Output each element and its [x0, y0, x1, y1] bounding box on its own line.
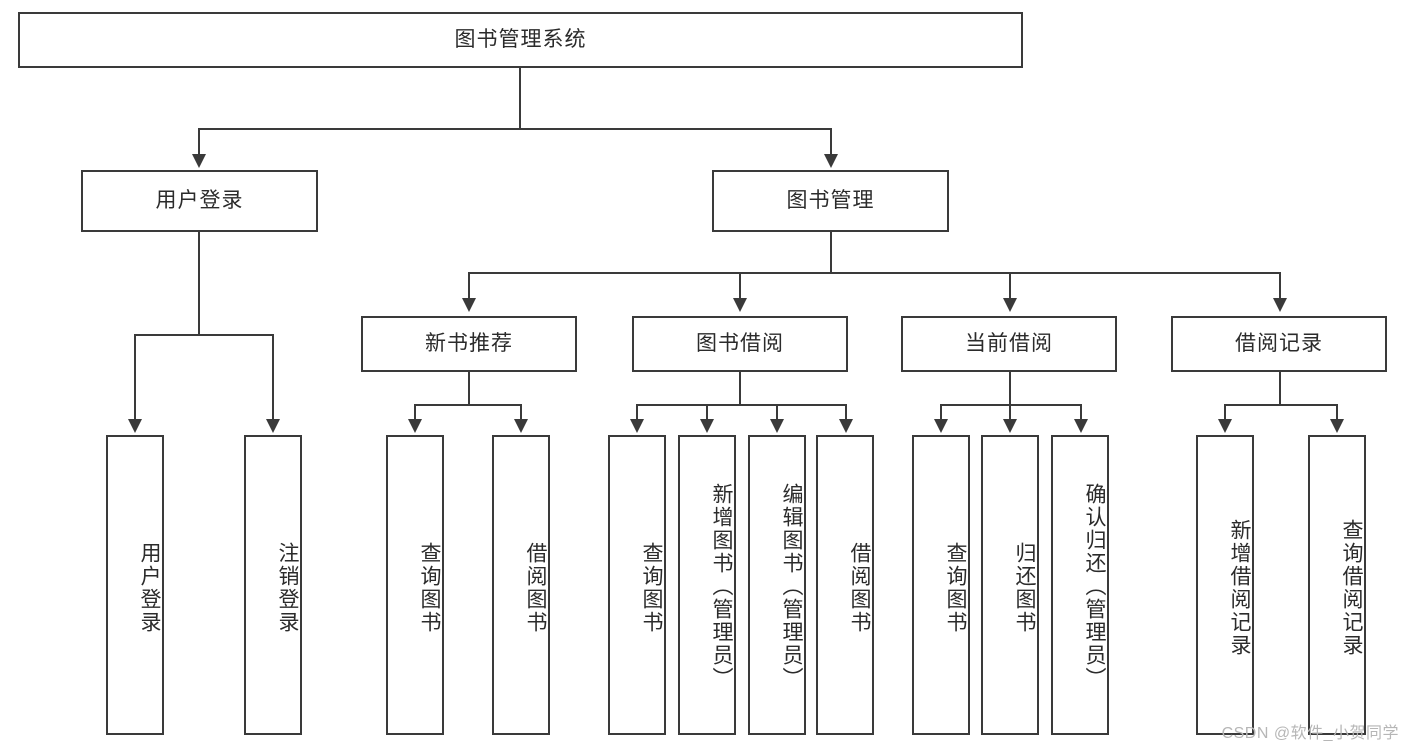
leaf-borrow-record-query[interactable]: 查询借阅记录 — [1308, 435, 1366, 735]
connector-book-borrow-leaf1 — [636, 404, 638, 421]
leaf-new-book-borrow[interactable]: 借阅图书 — [492, 435, 550, 735]
node-label: 确认归还（管理员） — [1083, 482, 1106, 690]
node-root-system[interactable]: 图书管理系统 — [18, 12, 1023, 68]
connector-current-borrow-stem — [1009, 372, 1011, 406]
node-label: 当前借阅 — [965, 332, 1053, 356]
leaf-new-book-query[interactable]: 查询图书 — [386, 435, 444, 735]
connector-book-manage-c1 — [468, 272, 470, 300]
node-new-book-recommend[interactable]: 新书推荐 — [361, 316, 577, 372]
node-label: 用户登录 — [155, 189, 244, 213]
node-label: 查询图书 — [640, 542, 663, 634]
leaf-borrow-record-add[interactable]: 新增借阅记录 — [1196, 435, 1254, 735]
leaf-book-borrow-borrow[interactable]: 借阅图书 — [816, 435, 874, 735]
arrow-new-book-leaf2 — [514, 419, 528, 433]
connector-book-borrow-bus — [636, 404, 845, 406]
connector-current-borrow-leaf3 — [1080, 404, 1082, 421]
arrow-borrow-record-leaf2 — [1330, 419, 1344, 433]
arrow-book-manage-c3 — [1003, 298, 1017, 312]
node-label: 借阅图书 — [848, 542, 871, 634]
arrow-current-borrow-leaf1 — [934, 419, 948, 433]
connector-book-manage-c3 — [1009, 272, 1011, 300]
connector-new-book-leaf1 — [414, 404, 416, 421]
node-label: 图书管理系统 — [454, 28, 587, 52]
arrow-current-borrow-leaf3 — [1074, 419, 1088, 433]
arrow-new-book-leaf1 — [408, 419, 422, 433]
arrow-current-borrow-leaf2 — [1003, 419, 1017, 433]
connector-user-login-stem — [198, 232, 200, 336]
node-label: 新增图书（管理员） — [710, 482, 733, 690]
node-label: 借阅图书 — [524, 542, 547, 634]
arrow-book-manage-c2 — [733, 298, 747, 312]
connector-new-book-stem — [468, 372, 470, 406]
node-current-borrow[interactable]: 当前借阅 — [901, 316, 1117, 372]
arrow-user-login-leaf1 — [128, 419, 142, 433]
connector-root-stem — [519, 68, 521, 130]
connector-book-borrow-stem — [739, 372, 741, 406]
connector-book-borrow-leaf3 — [776, 404, 778, 421]
arrow-book-borrow-leaf2 — [700, 419, 714, 433]
arrow-book-manage-c4 — [1273, 298, 1287, 312]
arrow-root-to-book-manage — [824, 154, 838, 168]
node-label: 图书管理 — [786, 189, 875, 213]
leaf-book-borrow-edit-admin[interactable]: 编辑图书（管理员） — [748, 435, 806, 735]
node-user-login[interactable]: 用户登录 — [81, 170, 318, 232]
connector-book-manage-c2 — [739, 272, 741, 300]
connector-borrow-record-bus — [1224, 404, 1336, 406]
connector-current-borrow-leaf1 — [940, 404, 942, 421]
node-label: 用户登录 — [138, 542, 161, 634]
connector-user-login-leaf1 — [134, 334, 136, 421]
connector-book-manage-c4 — [1279, 272, 1281, 300]
leaf-user-login-logout[interactable]: 注销登录 — [244, 435, 302, 735]
node-label: 注销登录 — [276, 542, 299, 634]
connector-borrow-record-leaf1 — [1224, 404, 1226, 421]
node-label: 新书推荐 — [425, 332, 513, 356]
node-label: 图书借阅 — [696, 332, 784, 356]
connector-borrow-record-leaf2 — [1336, 404, 1338, 421]
node-label: 新增借阅记录 — [1228, 519, 1251, 657]
connector-new-book-leaf2 — [520, 404, 522, 421]
node-borrow-record[interactable]: 借阅记录 — [1171, 316, 1387, 372]
connector-book-borrow-leaf4 — [845, 404, 847, 421]
arrow-book-borrow-leaf1 — [630, 419, 644, 433]
leaf-book-borrow-query[interactable]: 查询图书 — [608, 435, 666, 735]
arrow-book-borrow-leaf3 — [770, 419, 784, 433]
connector-root-to-user-login — [198, 128, 200, 156]
node-label: 借阅记录 — [1235, 332, 1323, 356]
node-label: 编辑图书（管理员） — [780, 482, 803, 690]
leaf-user-login-login[interactable]: 用户登录 — [106, 435, 164, 735]
arrow-book-borrow-leaf4 — [839, 419, 853, 433]
arrow-user-login-leaf2 — [266, 419, 280, 433]
node-label: 归还图书 — [1013, 542, 1036, 634]
leaf-current-borrow-return[interactable]: 归还图书 — [981, 435, 1039, 735]
connector-book-manage-bus — [468, 272, 1280, 274]
arrow-borrow-record-leaf1 — [1218, 419, 1232, 433]
node-label: 查询图书 — [418, 542, 441, 634]
leaf-book-borrow-add-admin[interactable]: 新增图书（管理员） — [678, 435, 736, 735]
arrow-root-to-user-login — [192, 154, 206, 168]
leaf-current-borrow-query[interactable]: 查询图书 — [912, 435, 970, 735]
leaf-current-borrow-confirm-admin[interactable]: 确认归还（管理员） — [1051, 435, 1109, 735]
connector-current-borrow-leaf2 — [1009, 404, 1011, 421]
connector-book-borrow-leaf2 — [706, 404, 708, 421]
node-book-management[interactable]: 图书管理 — [712, 170, 949, 232]
arrow-book-manage-c1 — [462, 298, 476, 312]
connector-root-bus — [198, 128, 832, 130]
node-book-borrow[interactable]: 图书借阅 — [632, 316, 848, 372]
connector-book-manage-stem — [830, 232, 832, 274]
node-label: 查询图书 — [944, 542, 967, 634]
connector-user-login-leaf2 — [272, 334, 274, 421]
connector-user-login-bus — [134, 334, 274, 336]
connector-root-to-book-manage — [830, 128, 832, 156]
node-label: 查询借阅记录 — [1340, 519, 1363, 657]
connector-borrow-record-stem — [1279, 372, 1281, 406]
connector-new-book-bus — [414, 404, 522, 406]
